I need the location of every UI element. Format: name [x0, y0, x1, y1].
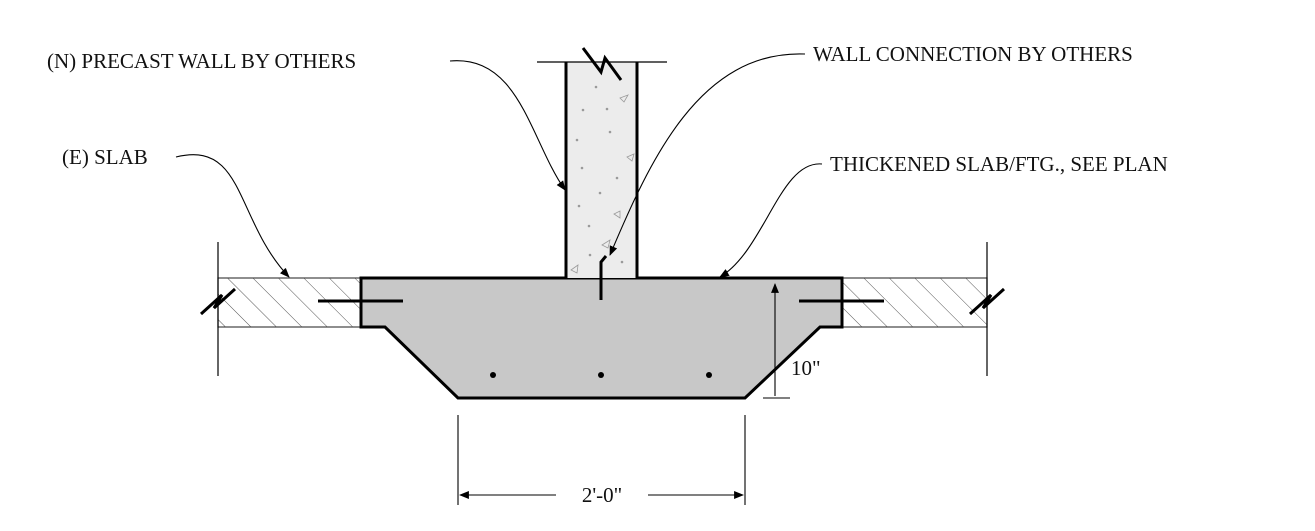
rebar-dot-center	[598, 372, 604, 378]
slab-right-break-symbol	[968, 287, 1006, 316]
wall-concrete-speckle	[570, 85, 635, 274]
precast-wall	[566, 62, 637, 278]
rebar-dot-left	[490, 372, 496, 378]
leader-precast-wall	[449, 60, 566, 191]
dimension-width-label: 2'-0"	[582, 483, 622, 507]
slab-left-break-symbol	[199, 287, 237, 316]
rebar-dot-right	[706, 372, 712, 378]
dimension-depth-label: 10"	[791, 356, 821, 380]
label-thickened-slab: THICKENED SLAB/FTG., SEE PLAN	[830, 152, 1168, 176]
label-existing-slab: (E) SLAB	[62, 145, 148, 169]
label-wall-connection: WALL CONNECTION BY OTHERS	[813, 42, 1133, 66]
thickened-slab-footing	[359, 276, 844, 400]
wall-connection-embed	[599, 255, 608, 300]
leader-existing-slab	[175, 154, 290, 278]
leader-thickened-slab	[719, 163, 823, 278]
precast-wall-break-symbol	[581, 47, 623, 81]
leader-wall-connection	[609, 53, 806, 256]
label-precast-wall: (N) PRECAST WALL BY OTHERS	[47, 49, 356, 73]
